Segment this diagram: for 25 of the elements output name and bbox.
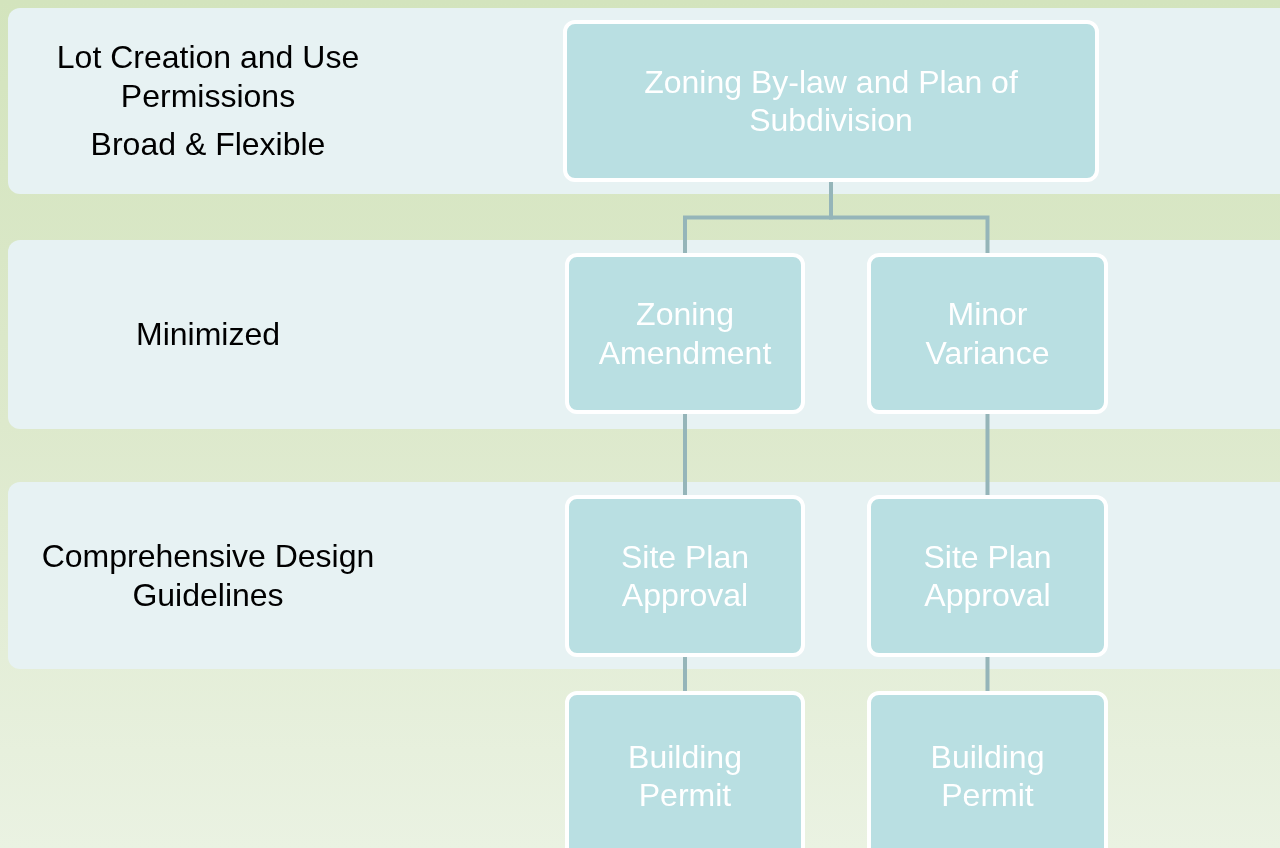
band-label: Lot Creation and Use Permissions — [55, 38, 361, 116]
band-background — [8, 8, 1280, 194]
connector-line — [683, 657, 687, 691]
process-box — [565, 253, 805, 414]
process-box — [867, 495, 1108, 657]
box-label: Building Permit — [929, 737, 1046, 815]
band-background — [8, 240, 1280, 429]
connector-line — [985, 414, 990, 495]
box-label: Site Plan Approval — [619, 537, 751, 615]
process-box — [565, 691, 805, 848]
box-label: Minor Variance — [924, 295, 1051, 372]
process-box — [565, 495, 805, 657]
process-box — [867, 253, 1108, 414]
box-label: Zoning By-law and Plan of Subdivision — [643, 62, 1019, 140]
band-label: Comprehensive Design Guidelines — [40, 537, 376, 614]
band-label: Broad & Flexible — [90, 125, 326, 164]
box-label: Building Permit — [627, 737, 743, 815]
band-label: Minimized — [136, 315, 280, 354]
box-label: Site Plan Approval — [922, 537, 1053, 615]
connector-line — [985, 657, 990, 691]
box-label: Zoning Amendment — [597, 295, 773, 372]
band-background — [8, 482, 1280, 669]
process-box — [867, 691, 1108, 848]
process-box — [563, 20, 1099, 182]
connector-line — [683, 414, 687, 495]
